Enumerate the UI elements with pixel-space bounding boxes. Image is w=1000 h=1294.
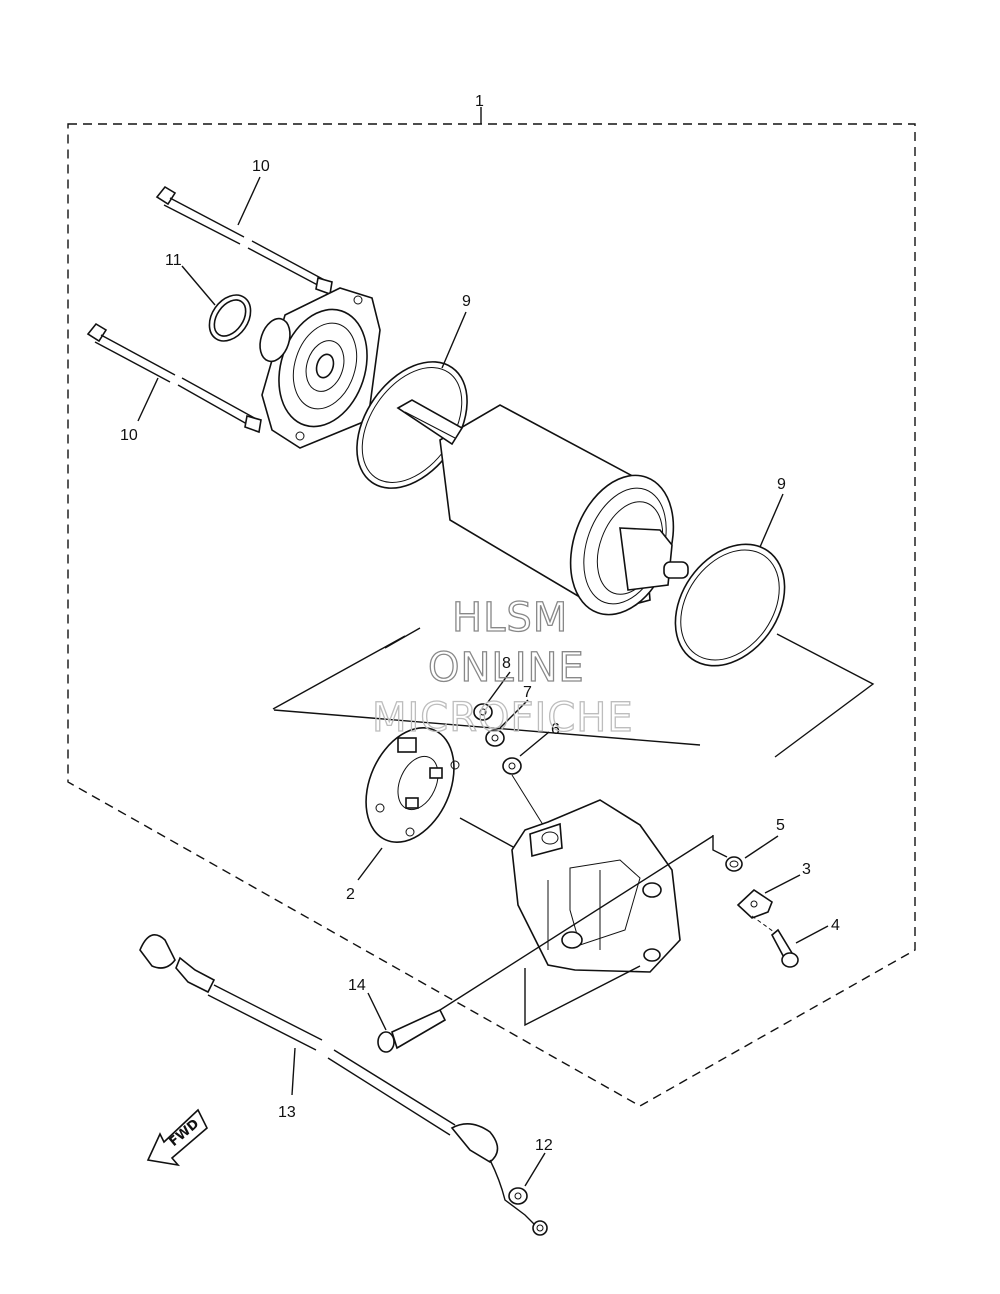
part-10-long-bolt-upper[interactable] — [155, 185, 333, 296]
leader-line-14 — [367, 992, 387, 1031]
callout-11[interactable]: 11 — [165, 252, 182, 269]
part-2-brush-holder-plate[interactable] — [349, 714, 471, 856]
assembly-boundary — [67, 123, 916, 1107]
leader-line-13 — [291, 1047, 296, 1096]
watermark-line-3: MICROFICHE — [372, 695, 634, 741]
part-10-long-bolt-lower[interactable] — [86, 322, 262, 434]
leader-line-2 — [357, 847, 383, 881]
assembly-line-washers — [511, 774, 546, 829]
leader-line-8 — [487, 671, 511, 703]
callout-10-lower[interactable]: 10 — [120, 427, 138, 444]
assembly-line-rear — [524, 835, 728, 1027]
part-7-washer[interactable] — [485, 729, 505, 747]
callout-12[interactable]: 12 — [535, 1137, 553, 1154]
part-14-bolt[interactable] — [377, 1008, 447, 1053]
leader-line-9-upper — [441, 311, 467, 369]
callout-9-lower[interactable]: 9 — [777, 476, 786, 493]
callout-10-upper[interactable]: 10 — [252, 158, 270, 175]
assembly-line-bolt14 — [439, 835, 714, 1011]
leader-line-7 — [499, 699, 529, 729]
callout-7[interactable]: 7 — [523, 684, 532, 701]
callout-13[interactable]: 13 — [278, 1104, 296, 1121]
part-11-o-ring[interactable] — [201, 287, 259, 349]
callout-3[interactable]: 3 — [802, 861, 811, 878]
reference-plane — [272, 627, 875, 758]
part-4-bolt[interactable] — [770, 928, 799, 968]
callout-4[interactable]: 4 — [831, 917, 840, 934]
leader-line-10-upper — [237, 176, 261, 226]
callout-6[interactable]: 6 — [551, 721, 560, 738]
leader-line-3 — [764, 874, 801, 894]
callout-1[interactable]: 1 — [475, 93, 484, 110]
watermark-line-1: HLSM — [452, 595, 568, 641]
leader-line-9-lower — [759, 493, 784, 548]
part-12-nut[interactable] — [508, 1187, 528, 1205]
part-13-starter-cable[interactable] — [139, 934, 548, 1236]
leader-line-4 — [795, 925, 829, 944]
fwd-direction-arrow-icon: FWD — [146, 1108, 208, 1167]
leader-line-10-lower — [137, 377, 159, 422]
part-6-washer[interactable] — [502, 757, 522, 775]
callout-2[interactable]: 2 — [346, 886, 355, 903]
part-8-nut[interactable] — [473, 703, 493, 721]
part-9-o-ring-lower[interactable] — [653, 523, 807, 686]
leader-line-6 — [519, 731, 550, 757]
callout-8[interactable]: 8 — [502, 655, 511, 672]
assembly-line-4 — [751, 915, 775, 933]
rear-cover[interactable] — [511, 799, 681, 973]
leader-line-12 — [524, 1152, 546, 1187]
front-cover[interactable] — [255, 287, 382, 449]
callout-9-upper[interactable]: 9 — [462, 293, 471, 310]
watermark-line-2: ONLINE — [428, 645, 585, 691]
part-3-clip-nut[interactable] — [736, 888, 773, 919]
part-5-washer[interactable] — [725, 856, 743, 872]
callout-14[interactable]: 14 — [348, 977, 366, 994]
assembly-line-plate — [459, 817, 516, 849]
leader-line-11 — [181, 265, 216, 306]
leader-line-5 — [744, 835, 779, 859]
starter-motor-yoke[interactable] — [396, 399, 692, 629]
watermark: HLSM ONLINE MICROFICHE — [371, 594, 634, 741]
callout-5[interactable]: 5 — [776, 817, 785, 834]
